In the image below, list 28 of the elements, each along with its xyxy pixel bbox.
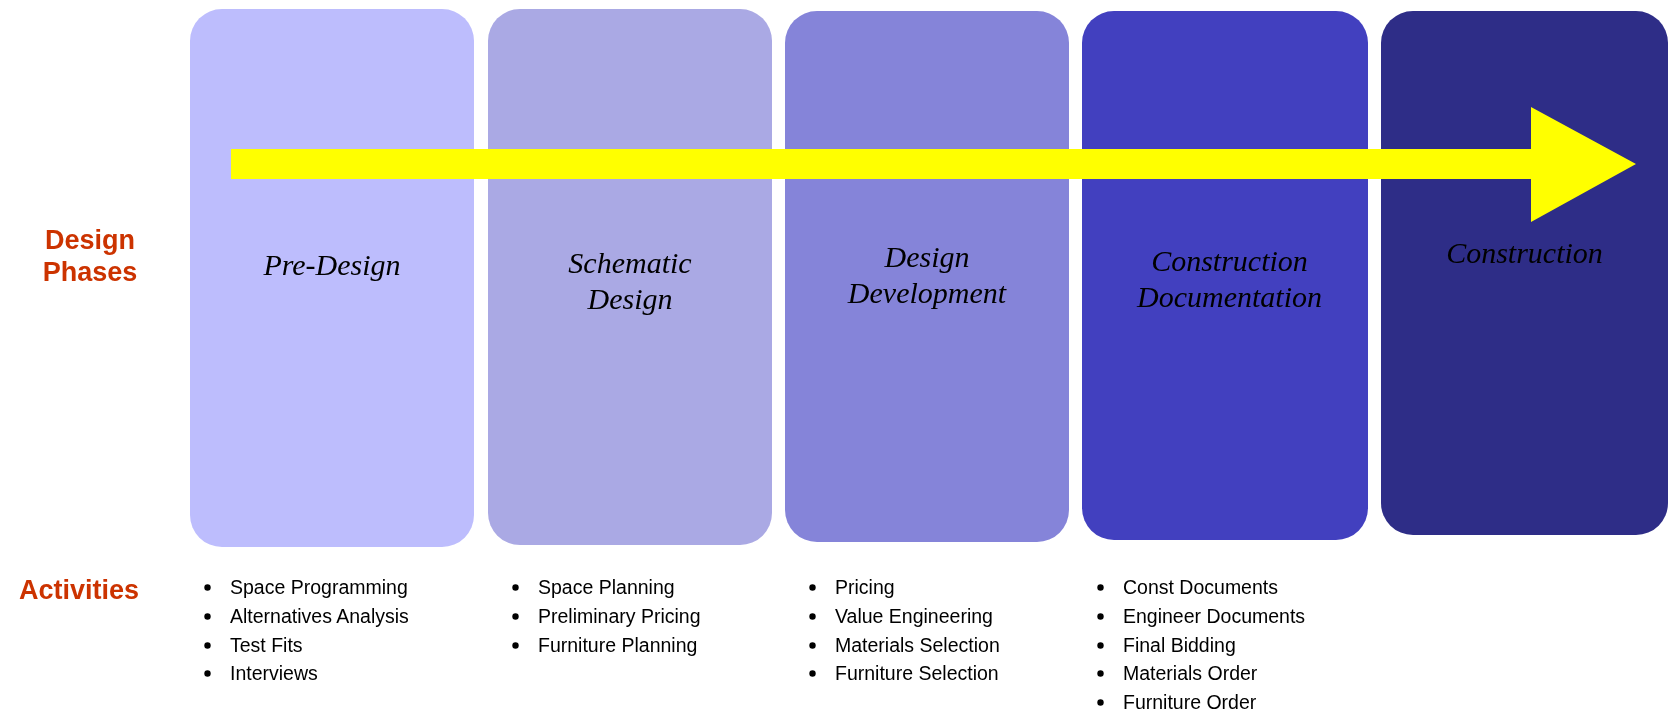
activity-item: Space Planning: [538, 576, 675, 598]
activity-item: Alternatives Analysis: [230, 604, 409, 627]
phase-name: Pre-Design: [263, 247, 401, 283]
phase-name: Construction: [1446, 235, 1603, 271]
phase-box: [785, 11, 1069, 542]
activity-item: Interviews: [230, 662, 318, 685]
activity-item: Materials Order: [1123, 662, 1258, 685]
activity-item: Final Bidding: [1123, 633, 1236, 656]
row-heading: Design Phases: [41, 224, 139, 288]
activity-item: Pricing: [835, 576, 895, 598]
activity-item: Test Fits: [230, 633, 303, 656]
phase-name: Design Development: [846, 239, 1008, 311]
activity-item: Preliminary Pricing: [538, 604, 701, 627]
activity-item: Const Documents: [1123, 576, 1278, 598]
row-heading: Activities: [17, 574, 141, 606]
phase-name: Construction Documentation: [1137, 243, 1322, 315]
phase-box: [190, 9, 474, 547]
activity-item: Furniture Selection: [835, 662, 999, 685]
activity-item: Furniture Planning: [538, 633, 698, 656]
activity-item: Engineer Documents: [1123, 604, 1306, 627]
activity-item: Value Engineering: [835, 604, 993, 627]
phase-box: [1381, 11, 1668, 535]
activity-item: Materials Selection: [835, 633, 1000, 656]
activity-item: Furniture Order: [1123, 691, 1257, 713]
activity-item: Space Programming: [230, 576, 408, 598]
phase-box: [488, 9, 772, 545]
phase-name: Schematic Design: [567, 245, 693, 317]
phase-box: [1082, 11, 1368, 540]
